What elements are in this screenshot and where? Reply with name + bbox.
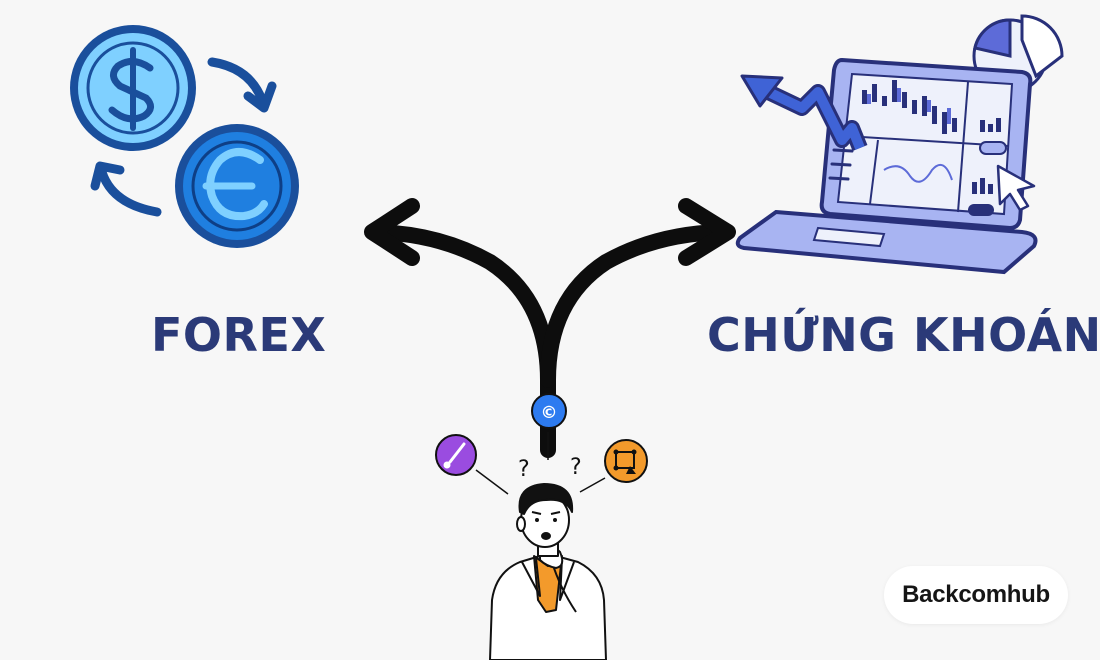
brand-badge: Backcomhub: [884, 566, 1068, 624]
svg-text:?: ?: [518, 457, 530, 482]
svg-text:©: ©: [541, 403, 558, 423]
question-marks: ? ?: [518, 455, 582, 482]
paintbrush-icon: [435, 434, 477, 476]
thinking-person-icon: [489, 483, 607, 660]
svg-text:?: ?: [570, 455, 582, 480]
coin-icon: ©: [531, 393, 567, 429]
brand-logo-text: Backcomhub: [902, 581, 1050, 608]
currency-exchange-icon: [70, 25, 299, 248]
option-label-stocks: CHỨNG KHOÁN: [707, 308, 1100, 362]
euro-coin-icon: [175, 124, 299, 248]
crop-icon: [604, 439, 648, 483]
fork-arrow: [364, 198, 736, 458]
trading-laptop-icon: [735, 14, 1064, 275]
dollar-coin-icon: [70, 25, 196, 151]
option-label-forex: FOREX: [151, 308, 327, 362]
